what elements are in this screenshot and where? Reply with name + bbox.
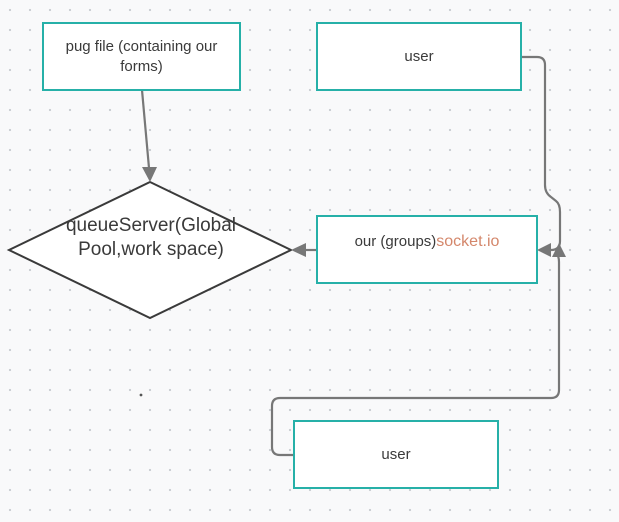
queue-server-label: queueServer(Global Pool,work space) <box>65 215 237 260</box>
user-bottom-label: user <box>381 445 411 463</box>
socket-label-prefix: our (groups) <box>354 233 437 250</box>
socket-io-label: socket.io <box>436 233 500 250</box>
user-top-label: user <box>404 47 434 65</box>
user-bottom-node[interactable]: user <box>293 420 499 489</box>
arrowhead-user-top-to-socket <box>537 243 551 257</box>
edge-user-bottom-to-socket <box>270 252 561 457</box>
arrowhead-socket-to-queue <box>291 243 306 257</box>
socket-label: our (groups)socket.io <box>355 232 500 252</box>
stray-dot <box>139 393 143 397</box>
pug-file-node[interactable]: pug file (containing our forms) <box>42 22 241 91</box>
arrowhead-pug-to-queue <box>142 167 157 182</box>
socket-node[interactable]: our (groups)socket.io <box>316 215 538 284</box>
pug-file-label: pug file (containing our forms) <box>65 37 218 75</box>
queue-server-diamond[interactable] <box>6 180 294 320</box>
arrowhead-user-bottom-to-socket <box>552 243 566 257</box>
user-top-node[interactable]: user <box>316 22 522 91</box>
edge-pug-to-queue <box>140 89 151 169</box>
